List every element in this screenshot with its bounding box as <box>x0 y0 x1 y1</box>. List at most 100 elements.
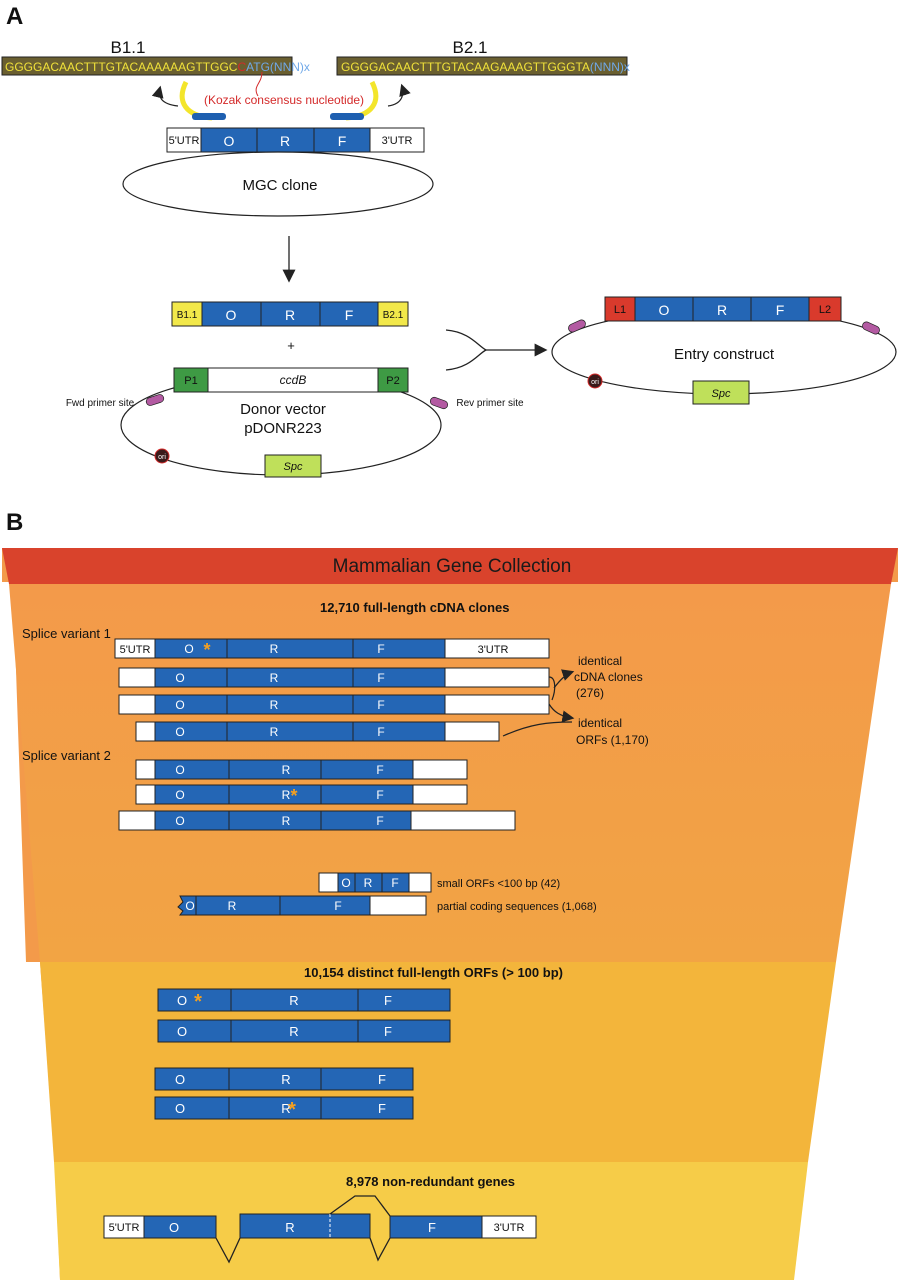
seq-left-title: B1.1 <box>111 38 146 57</box>
clone-row-6: O R * F <box>135 784 468 806</box>
row4-orf-r: R <box>270 725 279 739</box>
identical-orfs-1: identical <box>578 716 622 730</box>
row3-orf-r: R <box>270 698 279 712</box>
row3-orf-o: O <box>175 698 184 712</box>
gene-orf-o: O <box>169 1220 179 1235</box>
small-orf-r: R <box>364 876 373 890</box>
section2-title: 10,154 distinct full-length ORFs (> 100 … <box>304 965 563 980</box>
arrow-to-seq-right <box>387 83 411 107</box>
entry-orf-o: O <box>659 302 670 318</box>
clone-row-1: 5'UTR O * R F 3'UTR <box>114 638 550 660</box>
row6-orf-r: R <box>282 788 291 802</box>
row3-orf-f: F <box>377 698 384 712</box>
donor-label-2: pDONR223 <box>244 420 322 437</box>
identical-cdna-2: cDNA clones <box>574 670 643 684</box>
d3-orf-r: R <box>281 1072 290 1087</box>
partial-label: partial coding sequences (1,068) <box>437 901 597 913</box>
small-orf-o: O <box>341 876 350 890</box>
row2-orf-f: F <box>377 671 384 685</box>
l2-box: L2 <box>819 304 831 316</box>
rev-primer-label: Rev primer site <box>456 398 524 409</box>
l1-box: L1 <box>614 304 626 316</box>
kozak-pointer <box>255 71 263 97</box>
gene-utr3: 3'UTR <box>494 1222 525 1234</box>
d3-orf-f: F <box>378 1072 386 1087</box>
mgc-orf-f: F <box>338 133 347 149</box>
row7-orf-r: R <box>282 814 291 828</box>
distinct-orf-row-3: O R F <box>154 1067 414 1091</box>
mgc-clone-construct: 5'UTR O R F 3'UTR <box>166 127 425 153</box>
panel-a-label: A <box>6 3 23 30</box>
p2-box: P2 <box>386 375 399 387</box>
header-title: Mammalian Gene Collection <box>333 556 572 577</box>
partial-row: O R F <box>177 895 427 916</box>
seq-left-text: GGGGACAACTTTGTACAAAAAAGTTGGC <box>5 60 238 74</box>
svg-text:GGGGACAACTTTGTACAAAAAAGTTGGCCA: GGGGACAACTTTGTACAAAAAAGTTGGCCATG(NNN)x <box>5 60 310 74</box>
row2-orf-r: R <box>270 671 279 685</box>
d1-orf-r: R <box>289 993 298 1008</box>
attb-orf-r: R <box>285 307 295 323</box>
distinct-orf-row-2: O R F <box>157 1019 451 1043</box>
row4-orf-f: F <box>377 725 384 739</box>
entry-primer-left <box>568 319 586 333</box>
row1-orf-r: R <box>270 642 279 656</box>
mgc-plasmid <box>122 151 434 217</box>
donor-vector: P1 ccdB P2 ori Spc <box>120 367 449 478</box>
rev-primer-mark <box>429 396 449 410</box>
arrow-identical-orfs-top <box>548 703 575 723</box>
section3-title: 8,978 non-redundant genes <box>346 1174 515 1189</box>
section1-title: 12,710 full-length cDNA clones <box>320 600 510 615</box>
row5-orf-o: O <box>175 763 184 777</box>
intron-2 <box>369 1237 391 1262</box>
row5-orf-r: R <box>282 763 291 777</box>
mgc-utr5: 5'UTR <box>169 135 200 147</box>
row5-orf-f: F <box>376 763 383 777</box>
identical-cdna-3: (276) <box>576 686 604 700</box>
row1-orf-f: F <box>377 642 384 656</box>
attb-orf-f: F <box>345 307 354 323</box>
d4-asterisk: * <box>288 1099 296 1121</box>
clone-row-7: O R F <box>118 810 516 831</box>
plus-sign: + <box>287 338 295 353</box>
b21-box: B2.1 <box>383 310 404 321</box>
clone-row-3: O R F <box>118 694 550 715</box>
d2-orf-f: F <box>384 1024 392 1039</box>
attb-orf-o: O <box>226 307 237 323</box>
clone-row-5: O R F <box>135 759 468 780</box>
seq-right-box: GGGGACAACTTTGTACAAGAAAGTTGGGTA(NNN)x <box>336 56 630 76</box>
donor-label-1: Donor vector <box>240 401 326 418</box>
entry-ori: ori <box>591 379 599 386</box>
row1-utr3: 3'UTR <box>478 644 509 656</box>
b11-box: B1.1 <box>177 310 198 321</box>
entry-construct: L1 O R F L2 ori Spc <box>551 296 897 405</box>
gene-utr5: 5'UTR <box>109 1222 140 1234</box>
row6-orf-o: O <box>175 788 184 802</box>
primer-bar-left <box>192 113 226 120</box>
primer-bar-right <box>330 113 364 120</box>
mgc-utr3: 3'UTR <box>382 135 413 147</box>
donor-spc: Spc <box>284 461 303 473</box>
partial-orf-f: F <box>334 899 341 913</box>
row2-orf-o: O <box>175 671 184 685</box>
d3-orf-o: O <box>175 1072 185 1087</box>
small-orfs-label: small ORFs <100 bp (42) <box>437 878 560 890</box>
seq-left-box: GGGGACAACTTTGTACAAAAAAGTTGGCCATG(NNN)x <box>1 56 310 76</box>
svg-text:GGGGACAACTTTGTACAAGAAAGTTGGGTA: GGGGACAACTTTGTACAAGAAAGTTGGGTA(NNN)x <box>341 60 630 74</box>
d4-orf-f: F <box>378 1101 386 1116</box>
identical-orfs-2: ORFs (1,170) <box>576 733 649 747</box>
clone-row-4: O R F <box>135 721 500 742</box>
distinct-orf-row-4: O R * F <box>154 1096 414 1121</box>
arrow-identical-orfs-bottom <box>502 721 573 737</box>
d4-orf-o: O <box>175 1101 185 1116</box>
splice-variant-1-label: Splice variant 1 <box>22 626 111 641</box>
entry-primer-right <box>862 321 880 335</box>
partial-orf-r: R <box>228 899 237 913</box>
d1-asterisk: * <box>194 991 202 1013</box>
clone-row-2: O R F <box>118 667 550 688</box>
gene-structure: 5'UTR O R F 3'UTR <box>103 1195 537 1264</box>
seq-right-title: B2.1 <box>453 38 488 57</box>
kozak-note: (Kozak consensus nucleotide) <box>204 93 364 107</box>
d4-orf-r: R <box>281 1101 290 1116</box>
entry-construct-label: Entry construct <box>674 346 775 363</box>
